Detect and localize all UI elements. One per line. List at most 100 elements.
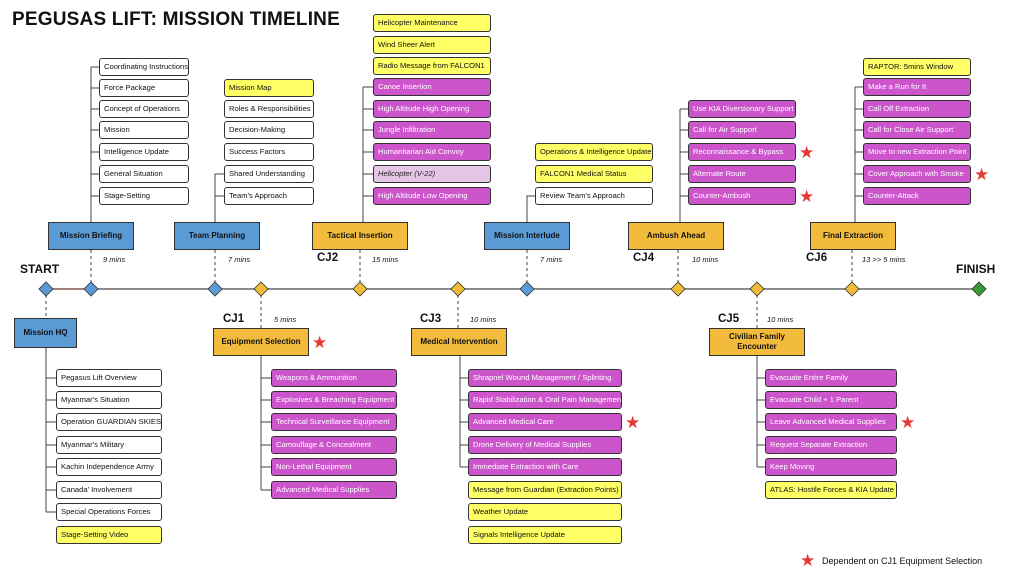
planning-item: Roles & Responsibilities [224, 100, 314, 118]
hq-video: Stage-Setting Video [56, 526, 162, 544]
legend-star-icon: ★ [800, 551, 816, 570]
cj3-update: Message from Guardian (Extraction Points… [468, 481, 622, 499]
cj4-option: Alternate Route [688, 165, 796, 183]
cj2-duration: 15 mins [372, 255, 399, 264]
cj6-option: Cover Approach with Smoke [863, 165, 971, 183]
cj1-node [253, 281, 269, 297]
cj3-code: CJ3 [420, 313, 442, 325]
cj3-update: Weather Update [468, 503, 622, 521]
cj6-phase: Final Extraction [810, 222, 896, 250]
cj5-option: Evacuate Child + 1 Parent [765, 391, 897, 409]
dependency-star-icon: ★ [312, 333, 328, 352]
cj4-phase: Ambush Ahead [628, 222, 724, 250]
cj3-option: Shrapnel Wound Management / Splinting [468, 369, 622, 387]
cj6-node [844, 281, 860, 297]
cj3-node [450, 281, 466, 297]
cj4-option: Call for Air Support [688, 121, 796, 139]
cj6-option: Move to new Extraction Point [863, 143, 971, 161]
dependency-star-icon: ★ [799, 143, 815, 162]
cj4-option: Counter-Ambush [688, 187, 796, 205]
briefing-duration: 9 mins [103, 255, 126, 264]
cj2-node [352, 281, 368, 297]
briefing-item: Mission [99, 121, 189, 139]
briefing-item: Intelligence Update [99, 143, 189, 161]
cj2-alert: Radio Message from FALCON1 [373, 57, 491, 75]
cj3-option: Advanced Medical Care [468, 413, 622, 431]
cj1-option: Technical Surveillance Equipment [271, 413, 397, 431]
cj6-option: Call for Close Air Support [863, 121, 971, 139]
cj2-option: Humanitarian Aid Convoy [373, 143, 491, 161]
briefing-item: General Situation [99, 165, 189, 183]
cj1-option: Weapons & Ammunition [271, 369, 397, 387]
cj2-phase: Tactical Insertion [312, 222, 408, 250]
start-label: START [20, 262, 60, 276]
cj5-phase: Civilian Family Encounter [709, 328, 805, 356]
mission-hq-phase: Mission HQ [14, 318, 77, 348]
cj1-option: Explosives & Breaching Equipment [271, 391, 397, 409]
cj1-code: CJ1 [223, 313, 245, 325]
legend-text: Dependent on CJ1 Equipment Selection [822, 556, 983, 566]
cj5-option: Evacuate Entire Family [765, 369, 897, 387]
team-planning-phase: Team Planning [174, 222, 260, 250]
planning-item: Shared Understanding [224, 165, 314, 183]
cj4-duration: 10 mins [692, 255, 719, 264]
planning-item: Success Factors [224, 143, 314, 161]
page-title: PEGUSAS LIFT: MISSION TIMELINE [12, 9, 340, 30]
cj1-duration: 5 mins [274, 315, 297, 324]
interlude-update: Operations & Intelligence Update [535, 143, 653, 161]
dependency-star-icon: ★ [974, 165, 990, 184]
cj2-option-disabled: Helicopter (V-22) [373, 165, 491, 183]
dependency-star-icon: ★ [799, 187, 815, 206]
cj3-update: Signals Intelligence Update [468, 526, 622, 544]
hq-item: Operation GUARDIAN SKIES [56, 413, 162, 431]
briefing-item: Force Package [99, 79, 189, 97]
hq-item: Canada' Involvement [56, 481, 162, 499]
mission-interlude-phase: Mission Interlude [484, 222, 570, 250]
cj2-option: High Altitude High Opening [373, 100, 491, 118]
cj2-alert: Helicopter Maintenance [373, 14, 491, 32]
interlude-item: Review Team's Approach [535, 187, 653, 205]
cj6-code: CJ6 [806, 252, 828, 264]
cj5-update: ATLAS: Hostile Forces & KIA Update [765, 481, 897, 499]
cj2-option: High Altitude Low Opening [373, 187, 491, 205]
cj5-option: Keep Moving [765, 458, 897, 476]
cj5-option: Request Separate Extraction [765, 436, 897, 454]
cj4-option: Reconnaissance & Bypass [688, 143, 796, 161]
planning-item: Decision-Making [224, 121, 314, 139]
cj2-alert: Wind Sheer Alert [373, 36, 491, 54]
cj6-option: Make a Run for It [863, 78, 971, 96]
cj1-phase: Equipment Selection [213, 328, 309, 356]
mission-briefing-phase: Mission Briefing [48, 222, 134, 250]
cj3-option: Immediate Extraction with Care [468, 458, 622, 476]
cj4-code: CJ4 [633, 252, 655, 264]
cj3-option: Rapid Stabilization & Oral Pain Manageme… [468, 391, 622, 409]
hq-item: Myanmar's Situation [56, 391, 162, 409]
cj4-node [670, 281, 686, 297]
dependency-star-icon: ★ [625, 413, 641, 432]
cj4-option: Use KIA Diversionary Support [688, 100, 796, 118]
cj2-code: CJ2 [317, 252, 339, 264]
cj2-option: Canoe Insertion [373, 78, 491, 96]
briefing-item: Concept of Operations [99, 100, 189, 118]
cj1-option: Advanced Medical Supplies [271, 481, 397, 499]
cj5-node [749, 281, 765, 297]
cj6-option: Counter-Attack [863, 187, 971, 205]
interlude-duration: 7 mins [540, 255, 563, 264]
dependency-star-icon: ★ [900, 413, 916, 432]
cj6-duration: 13 >> 5 mins [862, 255, 906, 264]
planning-map: Mission Map [224, 79, 314, 97]
cj3-duration: 10 mins [470, 315, 497, 324]
cj3-option: Drone Delivery of Medical Supplies [468, 436, 622, 454]
cj2-option: Jungle Infiltration [373, 121, 491, 139]
planning-item: Team's Approach [224, 187, 314, 205]
hq-item: Special Operations Forces [56, 503, 162, 521]
cj1-option: Camouflage & Concealment [271, 436, 397, 454]
hq-item: Kachin Independence Army [56, 458, 162, 476]
cj6-option: Call Off Extraction [863, 100, 971, 118]
cj1-option: Non-Lethal Equipment [271, 458, 397, 476]
briefing-node [83, 281, 99, 297]
briefing-item: Stage-Setting [99, 187, 189, 205]
planning-node [207, 281, 223, 297]
cj6-window: RAPTOR: 5mins Window [863, 58, 971, 76]
interlude-node [519, 281, 535, 297]
